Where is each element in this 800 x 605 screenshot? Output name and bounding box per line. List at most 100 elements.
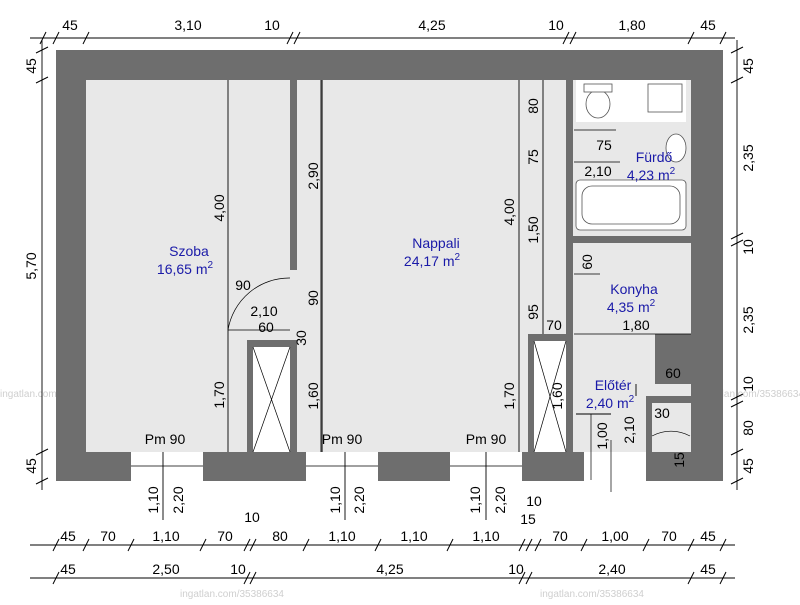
inner-dimensions: [162, 80, 637, 520]
col-a2: 75: [525, 149, 541, 165]
dim-b1-8: 1,10: [472, 528, 499, 544]
window-label-2: Pm 90: [322, 431, 363, 447]
entry-wall-v: [646, 396, 652, 452]
partition-wall-1a: [290, 80, 297, 270]
dim-left-2: 5,70: [23, 252, 39, 279]
door1-h: 2,10: [250, 303, 277, 319]
dim-right-2: 2,35: [740, 144, 756, 171]
closet-wall-right: [566, 334, 573, 452]
dim-top-1: 45: [62, 17, 78, 33]
room-furdo-area: 4,23 m2: [627, 166, 676, 183]
entry-60: 60: [665, 365, 681, 381]
dim-b1-2: 70: [100, 528, 116, 544]
dim-right-5: 10: [740, 376, 756, 392]
dim-left-3: 45: [23, 458, 39, 474]
room-labels: Szoba 16,65 m2 Nappali 24,17 m2 Fürdő 4,…: [157, 149, 676, 411]
dim-b1-5: 80: [272, 528, 288, 544]
dim-top-5: 10: [548, 17, 564, 33]
room-nappali-name: Nappali: [412, 235, 459, 251]
entry-door-gap: [584, 452, 646, 481]
dim-b2-3: 10: [230, 561, 246, 577]
bath-fixtures: [575, 83, 687, 231]
dim-b1-10: 1,00: [601, 528, 628, 544]
room-szoba-name: Szoba: [169, 243, 209, 259]
bath-door-w: 75: [596, 137, 612, 153]
window-1: [131, 452, 203, 481]
dim-right: 45 2,35 10 2,35 10 80 45: [730, 40, 756, 490]
col-a4: 95: [525, 304, 541, 320]
partition-wall-1c: [247, 340, 297, 347]
washing-machine: [647, 83, 683, 113]
dim-right-6: 80: [740, 420, 756, 436]
watermark-7: ingatlan.com/35386634: [540, 589, 644, 600]
col-a1: 80: [525, 98, 541, 114]
partition-line-2: [321, 80, 323, 452]
dim-right-1: 45: [740, 58, 756, 74]
dim-b2-1: 45: [60, 561, 76, 577]
corr-upper: 2,90: [305, 162, 321, 189]
dim-b2-5: 10: [508, 561, 524, 577]
kitchen-door-w: 70: [546, 317, 562, 333]
dim-left-1: 45: [23, 58, 39, 74]
dim-top-4: 4,25: [418, 17, 445, 33]
toilet: [585, 89, 611, 119]
dim-b1-1: 45: [60, 528, 76, 544]
dim-right-7: 45: [740, 458, 756, 474]
entry-door-w: 1,00: [594, 422, 610, 449]
dim-b1-9: 70: [552, 528, 568, 544]
closet-wall-left: [528, 334, 534, 452]
bath-door-h: 2,10: [584, 163, 611, 179]
entry-15: 15: [671, 452, 687, 468]
win3-h2: 2,20: [492, 486, 508, 513]
dim-right-3: 10: [740, 239, 756, 255]
corr-lower: 1,60: [305, 382, 321, 409]
dim-b1-7: 1,10: [400, 528, 427, 544]
closets: [252, 340, 567, 453]
door-1-arc: [227, 277, 291, 331]
under-15: 15: [520, 511, 536, 527]
entry-30: 30: [654, 405, 670, 421]
szoba-h-upper: 4,00: [211, 194, 227, 221]
dim-b2-2: 2,50: [152, 561, 179, 577]
room-szoba-area: 16,65 m2: [157, 260, 214, 277]
inner-dim-labels: 4,00 1,70 90 2,10 60 30 2,90 90 1,60 4,0…: [145, 98, 687, 527]
dim-b2-7: 45: [700, 561, 716, 577]
floor-area: [86, 80, 691, 452]
dim-top-7: 45: [700, 17, 716, 33]
nappali-h-lower: 1,70: [501, 382, 517, 409]
window-label-3: Pm 90: [466, 431, 507, 447]
door1-side: 30: [293, 330, 309, 346]
room-eloter-name: Előtér: [595, 377, 632, 393]
kitchen-corner-wall: [655, 334, 691, 384]
watermark-6: ingatlan.com/35386634: [180, 589, 284, 600]
door1-w: 90: [235, 277, 251, 293]
dim-bottom-2: 45 2,50 10 4,25 10 2,40 45: [30, 561, 735, 585]
dim-top-6: 1,80: [618, 17, 645, 33]
dim-top-2: 3,10: [174, 17, 201, 33]
kitchen-w: 1,80: [622, 317, 649, 333]
under-10a: 10: [244, 509, 260, 525]
washbasin: [665, 133, 687, 163]
bath-kitchen-wall: [573, 236, 691, 243]
dim-right-4: 2,35: [740, 306, 756, 333]
partition-wall-1d: [247, 340, 253, 452]
partition-wall-3b: [566, 236, 573, 334]
partition-wall-1b: [290, 340, 297, 452]
room-nappali-area: 24,17 m2: [404, 252, 461, 269]
under-10b: 10: [526, 493, 542, 509]
dim-b2-6: 2,40: [598, 561, 625, 577]
dim-b1-11: 70: [661, 528, 677, 544]
partition-wall-3a: [566, 80, 573, 240]
window-label-1: Pm 90: [145, 431, 186, 447]
col-a3: 1,50: [525, 216, 541, 243]
watermark-3: ingatlan.com/35386634: [0, 389, 104, 400]
win3-h1: 1,10: [467, 486, 483, 513]
win1-h1: 1,10: [145, 486, 161, 513]
entry-wall: [646, 396, 691, 403]
dim-b1-3: 1,10: [152, 528, 179, 544]
win1-h2: 2,20: [170, 486, 186, 513]
door-swings: [227, 129, 691, 492]
dim-top: 45 3,10 10 4,25 10 1,80 45: [30, 17, 735, 45]
dim-top-3: 10: [264, 17, 280, 33]
col-a5: 1,60: [549, 382, 565, 409]
